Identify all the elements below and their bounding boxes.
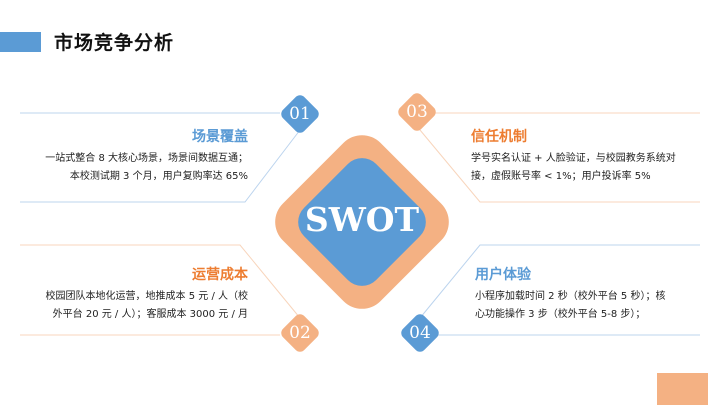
section-02-body: 校园团队本地化运营，地推成本 5 元 / 人（校 外平台 20 元 / 人）；客…	[20, 288, 248, 324]
section-03-body: 学号实名认证 + 人脸验证，与校园教务系统对 接，虚假账号率 < 1%；用户投诉…	[471, 150, 701, 186]
section-04-body: 小程序加载时间 2 秒（校外平台 5 秒）；核 心功能操作 3 步（校外平台 5…	[475, 288, 705, 324]
section-02-title: 运营成本	[192, 267, 248, 283]
section-04-title: 用户体验	[475, 267, 531, 283]
header-accent-bar	[0, 32, 41, 52]
section-01-body: 一站式整合 8 大核心场景，场景间数据互通； 本校测试期 3 个月，用户复购率达…	[20, 150, 248, 186]
badge-03-number: 03	[406, 102, 428, 122]
section-03-line-1: 学号实名认证 + 人脸验证，与校园教务系统对	[471, 153, 676, 164]
corner-accent-block	[657, 373, 708, 405]
section-01-title: 场景覆盖	[192, 129, 248, 145]
badge-01-number: 01	[289, 104, 311, 124]
section-02-line-2: 外平台 20 元 / 人）；客服成本 3000 元 / 月	[52, 309, 248, 320]
badge-02-number: 02	[289, 323, 311, 343]
section-04-line-1: 小程序加载时间 2 秒（校外平台 5 秒）；核	[475, 291, 666, 302]
section-01-line-2: 本校测试期 3 个月，用户复购率达 65%	[69, 171, 248, 182]
section-02-line-1: 校园团队本地化运营，地推成本 5 元 / 人（校	[45, 291, 248, 302]
swot-label: SWOT	[304, 200, 420, 239]
page-title: 市场竞争分析	[54, 32, 175, 54]
section-03-line-2: 接，虚假账号率 < 1%；用户投诉率 5%	[471, 171, 651, 182]
section-04-line-2: 心功能操作 3 步（校外平台 5-8 步）；	[475, 309, 646, 320]
section-01-line-1: 一站式整合 8 大核心场景，场景间数据互通；	[45, 153, 248, 164]
badge-04-number: 04	[409, 323, 431, 343]
section-03-title: 信任机制	[471, 129, 527, 145]
